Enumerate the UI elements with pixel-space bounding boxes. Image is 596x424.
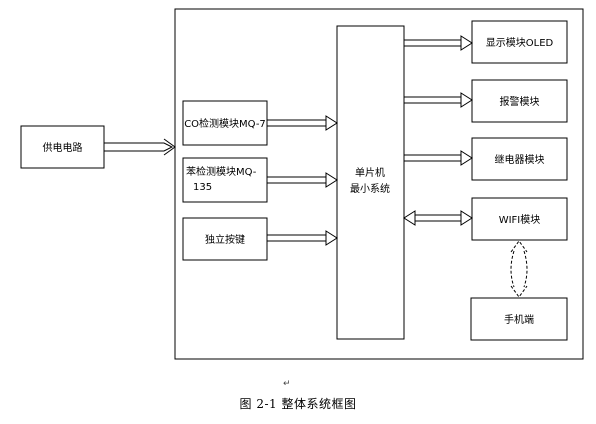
node-wifi: WIFI模块 <box>471 197 568 241</box>
node-benzene-sensor: 苯检测模块MQ- 135 <box>182 157 268 203</box>
node-mcu: 单片机 最小系统 <box>336 25 405 340</box>
arrow-benzene-to-mcu <box>267 172 338 188</box>
arrow-mcu-to-oled <box>404 35 473 51</box>
arrow-wifi-phone-wireless <box>510 240 528 298</box>
arrow-mcu-to-alarm <box>404 92 473 108</box>
node-phone: 手机端 <box>470 297 568 341</box>
node-alarm-label: 报警模块 <box>500 95 540 108</box>
arrow-mcu-wifi-bidirectional <box>403 210 473 226</box>
node-oled-display-label: 显示模块OLED <box>486 37 554 49</box>
node-independent-key: 独立按键 <box>182 217 268 261</box>
node-wifi-label: WIFI模块 <box>499 214 541 226</box>
node-alarm: 报警模块 <box>471 79 568 123</box>
system-container <box>174 8 584 360</box>
node-oled-display: 显示模块OLED <box>471 20 568 64</box>
node-relay: 继电器模块 <box>471 137 568 181</box>
node-power-supply: 供电电路 <box>20 125 105 169</box>
node-benzene-sensor-label-line2: 135 <box>193 182 212 193</box>
arrow-power-to-system <box>104 138 176 156</box>
arrow-key-to-mcu <box>267 230 338 246</box>
node-benzene-sensor-label-line1: 苯检测模块MQ- <box>186 165 257 178</box>
node-mcu-label-line2: 最小系统 <box>350 182 390 195</box>
node-co-sensor: CO检测模块MQ-7 <box>182 100 268 146</box>
node-power-supply-label: 供电电路 <box>43 141 83 154</box>
arrow-mcu-to-relay <box>404 150 473 166</box>
node-independent-key-label: 独立按键 <box>205 233 245 246</box>
node-co-sensor-label: CO检测模块MQ-7 <box>184 117 266 130</box>
node-phone-label: 手机端 <box>504 313 534 326</box>
figure-caption: 图 2-1 整体系统框图 <box>239 397 357 411</box>
node-relay-label: 继电器模块 <box>495 153 545 166</box>
arrow-co-to-mcu <box>267 115 338 131</box>
paragraph-mark: ↵ <box>283 379 291 389</box>
node-mcu-label-line1: 单片机 <box>355 166 385 179</box>
